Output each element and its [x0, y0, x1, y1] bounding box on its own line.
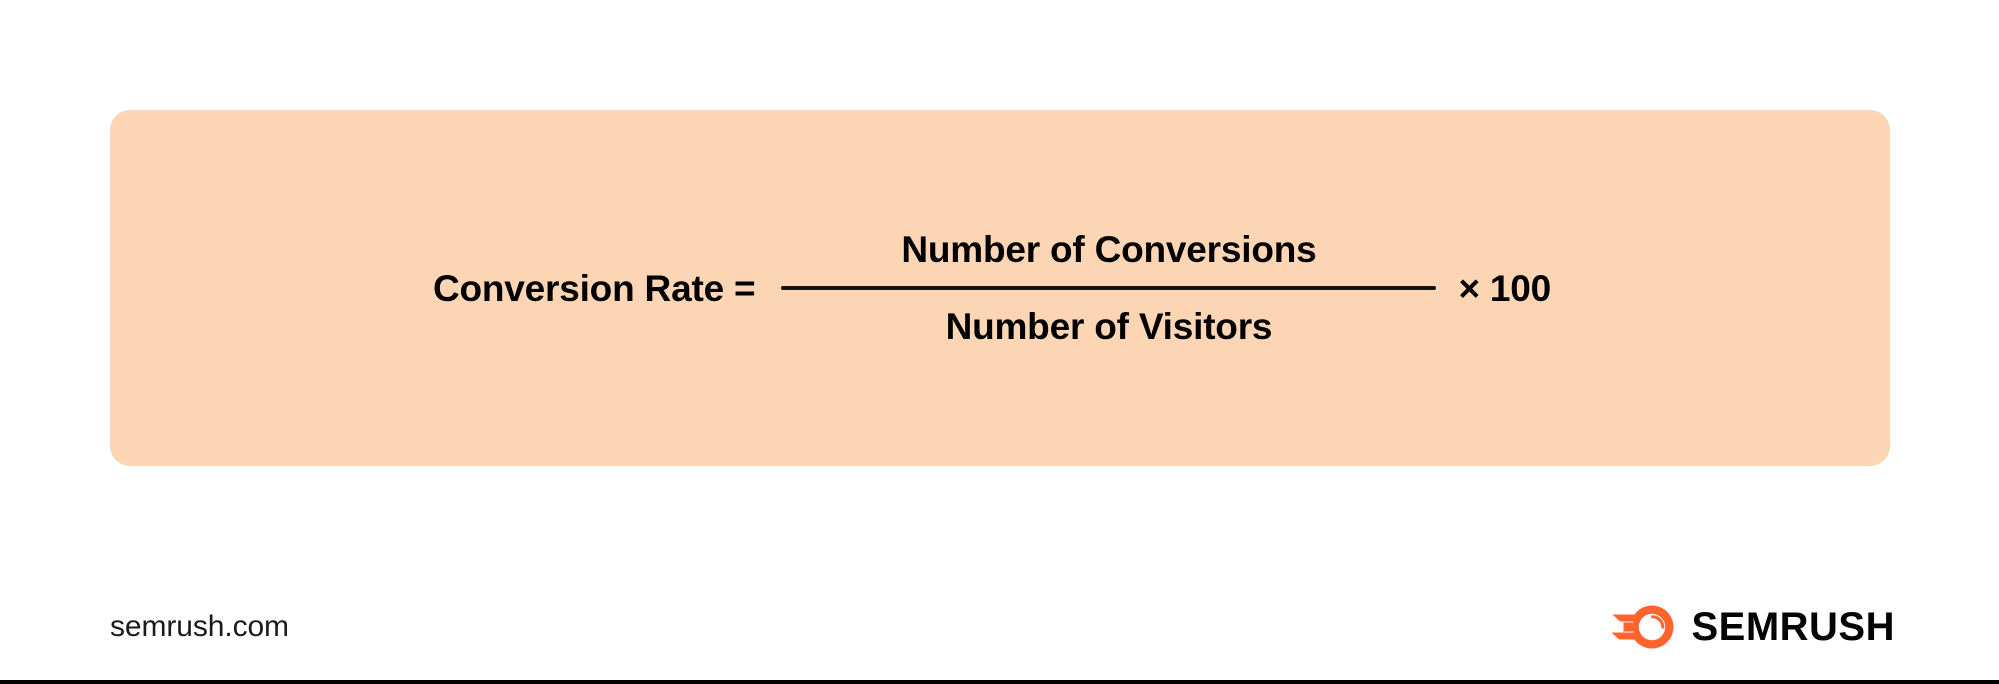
semrush-comet-icon	[1611, 604, 1677, 650]
fraction-numerator: Number of Conversions	[901, 229, 1317, 270]
fraction: Number of Conversions Number of Visitors	[781, 229, 1437, 347]
brand-lockup: SEMRUSH	[1611, 604, 1895, 650]
formula-expression: Conversion Rate = Number of Conversions …	[110, 110, 1890, 466]
formula-multiplier: × 100	[1458, 267, 1552, 309]
footer-site-label: semrush.com	[110, 610, 289, 643]
formula-card: Conversion Rate = Number of Conversions …	[110, 110, 1890, 466]
fraction-bar	[781, 286, 1437, 290]
fraction-denominator: Number of Visitors	[945, 306, 1273, 347]
semrush-wordmark: SEMRUSH	[1691, 605, 1895, 649]
semrush-comet-icon-svg	[1611, 605, 1674, 649]
formula-inner: Conversion Rate = Number of Conversions …	[433, 231, 1551, 345]
formula-left-hand-side: Conversion Rate =	[432, 267, 756, 309]
